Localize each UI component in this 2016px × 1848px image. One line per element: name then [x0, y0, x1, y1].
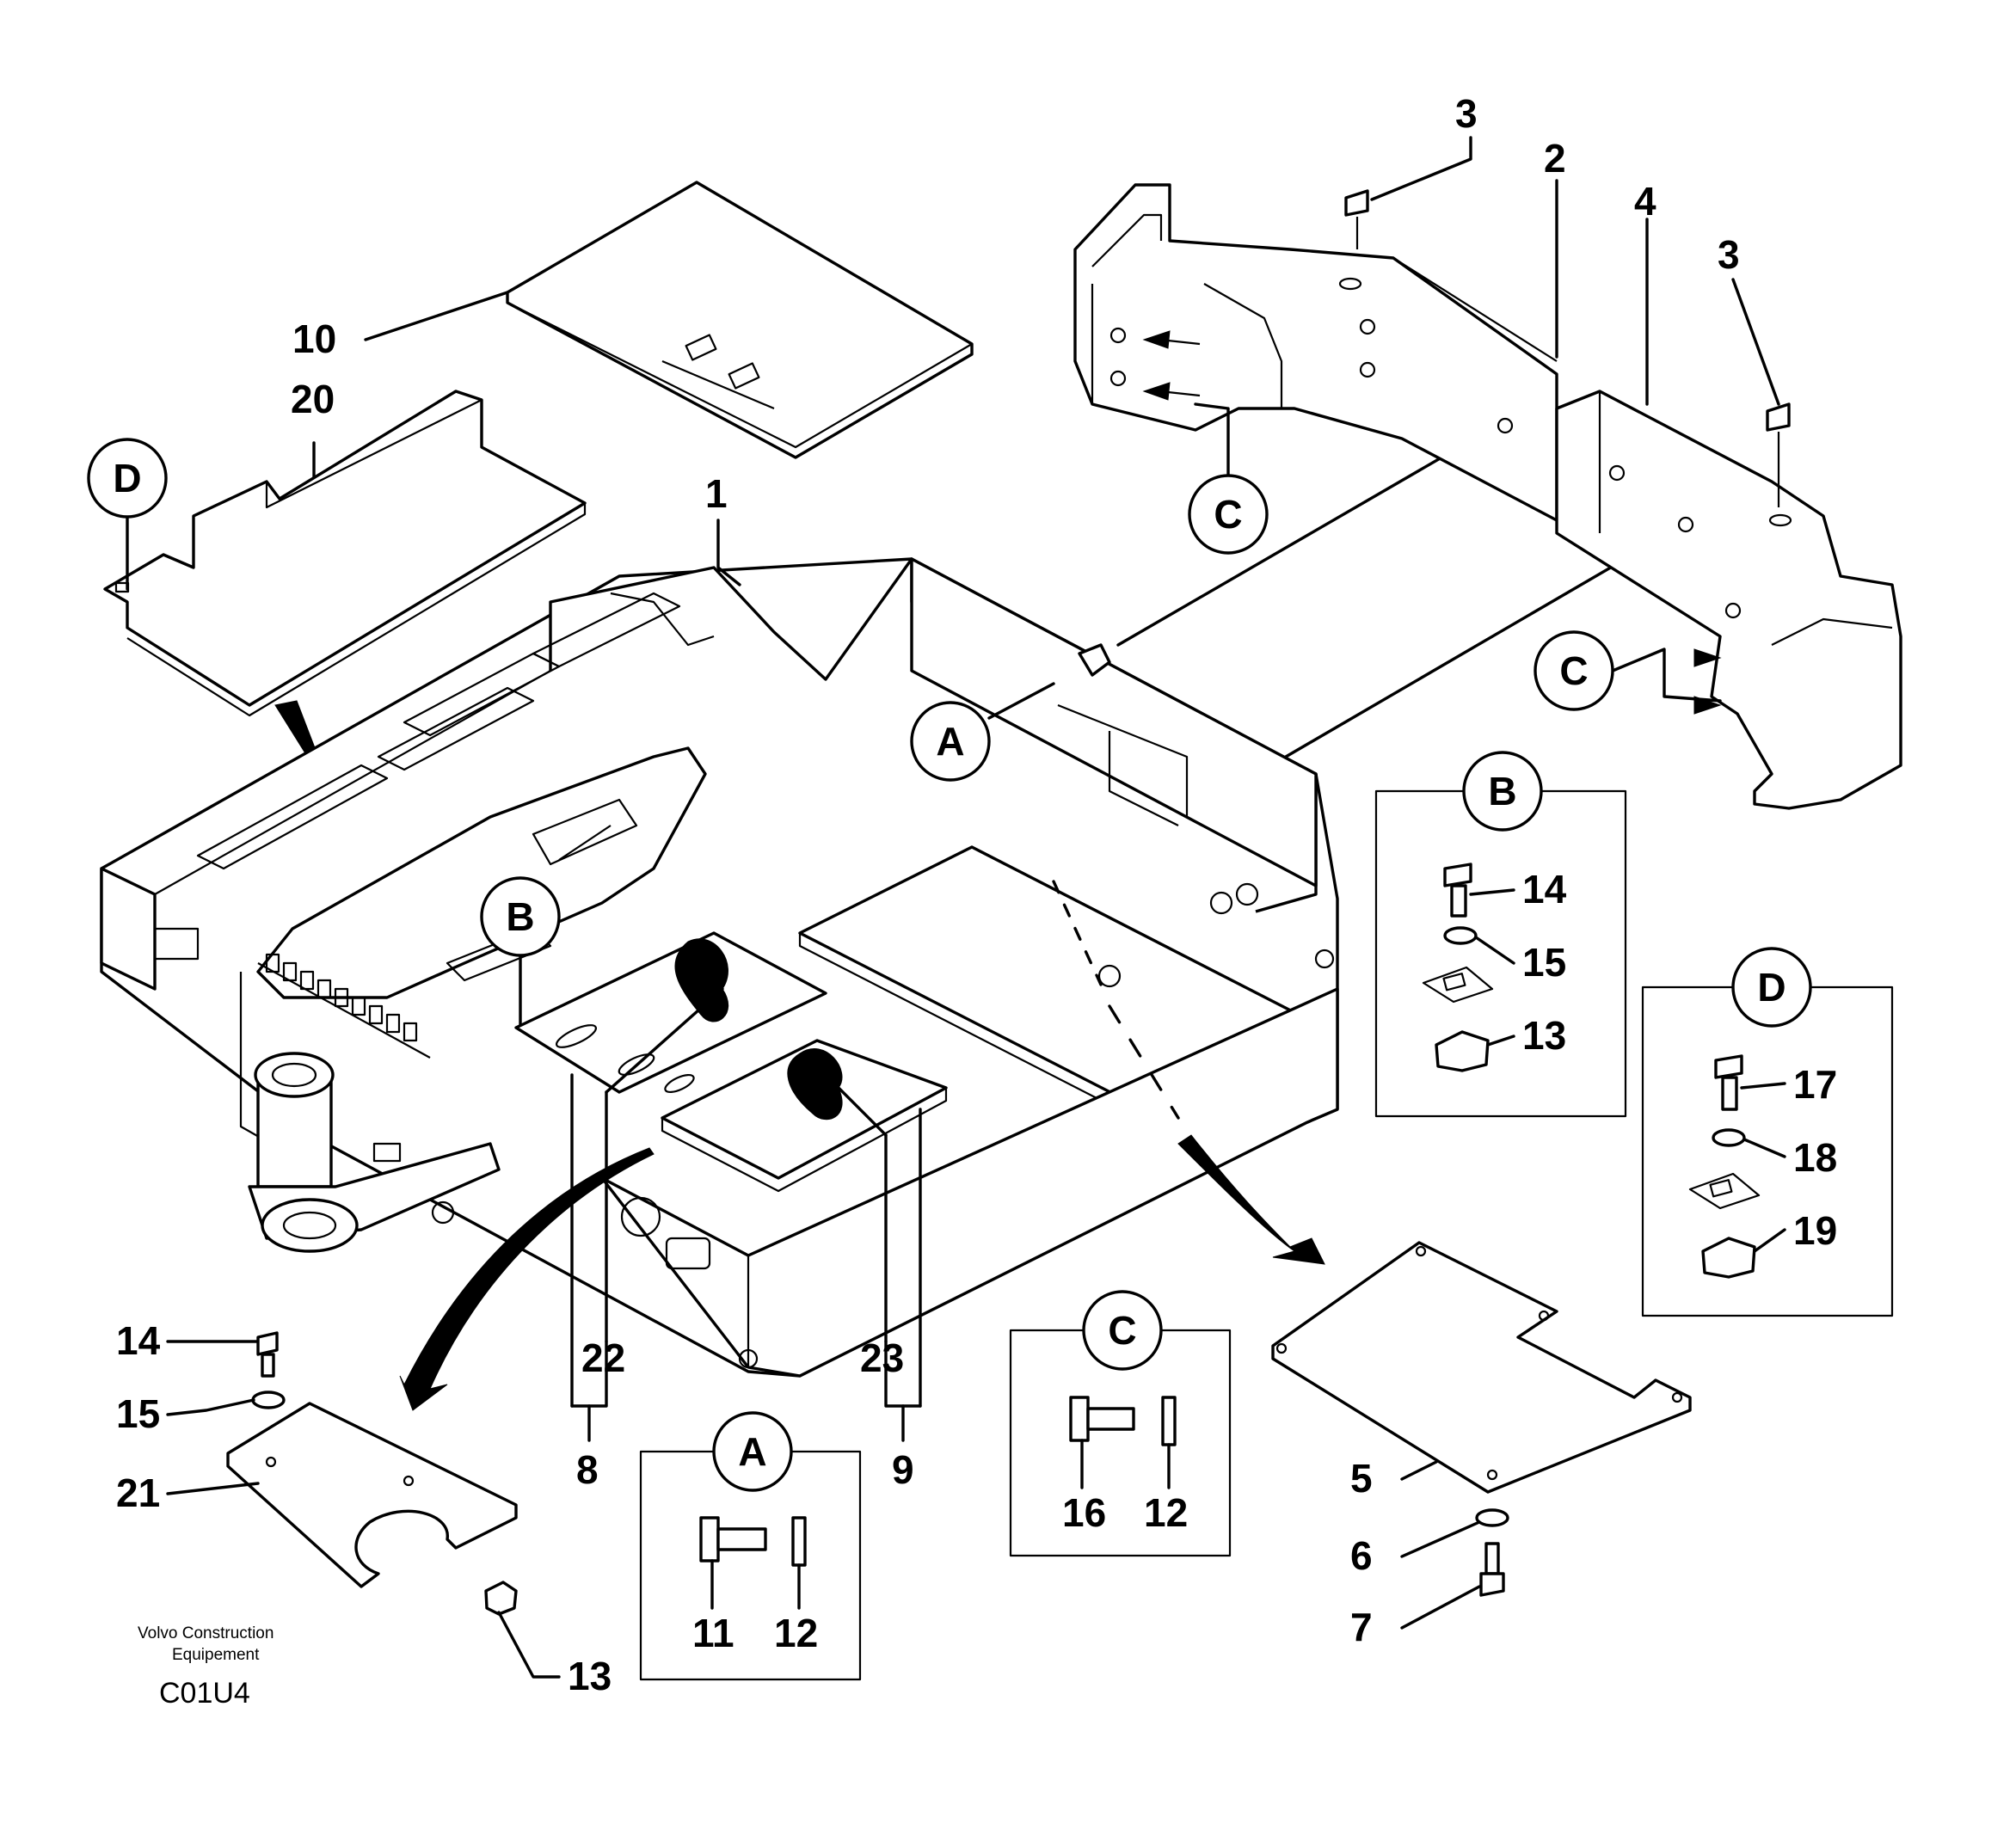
- washer-part-6[interactable]: [1475, 1508, 1509, 1527]
- detail-a-callout-11[interactable]: 11: [692, 1611, 734, 1655]
- leader-13-lower: [497, 1611, 561, 1679]
- detail-marker-c-upper[interactable]: C: [1142, 330, 1269, 555]
- clip-part-13-lower[interactable]: [484, 1581, 518, 1616]
- detail-b-callout-14[interactable]: 14: [1522, 867, 1567, 912]
- access-plates-part-8-9[interactable]: [514, 931, 948, 1193]
- svg-text:C: C: [1559, 648, 1588, 693]
- svg-text:B: B: [1488, 769, 1516, 813]
- detail-b-callout-15[interactable]: 15: [1522, 940, 1566, 985]
- floor-plate-part-10[interactable]: [506, 181, 974, 459]
- detail-box-c-marker[interactable]: [1082, 1290, 1163, 1371]
- leader-3-left: [1370, 136, 1472, 201]
- callout-20[interactable]: 20: [291, 377, 335, 421]
- plug-part-3-left[interactable]: [1344, 189, 1369, 249]
- detail-marker-b-frame[interactable]: B: [480, 876, 561, 1029]
- diagram-code: C01U4: [159, 1677, 250, 1710]
- callout-5[interactable]: 5: [1350, 1456, 1373, 1501]
- leader-15-lower: [166, 1398, 255, 1416]
- svg-text:C: C: [1214, 492, 1242, 537]
- svg-text:A: A: [738, 1429, 766, 1474]
- detail-box-a: A 11 12: [639, 1411, 862, 1681]
- arrow-21-to-frame: [399, 1147, 655, 1411]
- plug-part-3-right[interactable]: [1766, 402, 1791, 507]
- leader-21: [166, 1482, 260, 1495]
- callout-9[interactable]: 9: [892, 1447, 914, 1492]
- detail-marker-c-lower[interactable]: C: [1534, 630, 1722, 715]
- detail-c-callout-12[interactable]: 12: [1144, 1490, 1188, 1535]
- counterweight-part-2[interactable]: [1073, 183, 1558, 522]
- plate-part-5[interactable]: [1271, 1241, 1692, 1494]
- cover-plate-part-20[interactable]: [103, 390, 587, 717]
- leader-1: [716, 519, 741, 586]
- svg-text:C: C: [1108, 1308, 1136, 1353]
- detail-box-d-marker[interactable]: [1731, 947, 1812, 1028]
- callout-21[interactable]: 21: [116, 1470, 160, 1515]
- detail-d-callout-19[interactable]: 19: [1793, 1208, 1837, 1253]
- svg-text:D: D: [113, 456, 141, 500]
- arrow-5-to-frame: [1177, 1134, 1325, 1265]
- callout-14-lower[interactable]: 14: [116, 1318, 161, 1363]
- detail-box-b: B 14 15 13: [1374, 751, 1627, 1118]
- bolt-part-7[interactable]: [1479, 1542, 1505, 1597]
- leader-3-right: [1731, 278, 1780, 406]
- leader-frame-cw-1: [1116, 424, 1498, 647]
- detail-box-c: C 16 12: [1009, 1290, 1232, 1557]
- detail-b-callout-13[interactable]: 13: [1522, 1013, 1566, 1058]
- svg-text:D: D: [1757, 965, 1786, 1010]
- maker-line-1: Volvo Construction: [138, 1624, 274, 1642]
- callout-6[interactable]: 6: [1350, 1533, 1373, 1578]
- counterweight-part-4[interactable]: [1555, 390, 1902, 810]
- detail-box-b-marker[interactable]: [1462, 751, 1543, 832]
- leader-6: [1400, 1520, 1481, 1558]
- callout-2[interactable]: 2: [1544, 136, 1566, 181]
- callout-13-lower[interactable]: 13: [568, 1654, 612, 1698]
- leader-7: [1400, 1585, 1481, 1630]
- callout-22[interactable]: 22: [581, 1335, 625, 1380]
- bolt-part-14-lower[interactable]: [256, 1331, 279, 1378]
- detail-d-callout-17[interactable]: 17: [1793, 1062, 1837, 1107]
- callout-7[interactable]: 7: [1350, 1605, 1373, 1649]
- callout-10[interactable]: 10: [292, 316, 336, 361]
- detail-a-callout-12[interactable]: 12: [774, 1611, 818, 1655]
- leader-group-8-22: [570, 987, 724, 1442]
- callout-1[interactable]: 1: [705, 471, 728, 516]
- callout-3-right[interactable]: 3: [1718, 232, 1740, 277]
- callout-23[interactable]: 23: [860, 1335, 904, 1380]
- callout-8[interactable]: 8: [576, 1447, 599, 1492]
- maker-line-2: Equipement: [172, 1646, 260, 1664]
- leader-10: [364, 291, 509, 341]
- detail-box-a-marker[interactable]: [712, 1411, 793, 1492]
- callout-3-left[interactable]: 3: [1455, 91, 1478, 136]
- washer-part-15-lower[interactable]: [251, 1391, 286, 1409]
- svg-text:A: A: [936, 719, 964, 764]
- callout-4[interactable]: 4: [1634, 179, 1656, 224]
- detail-c-callout-16[interactable]: 16: [1062, 1490, 1106, 1535]
- leader-group-9-23: [837, 1086, 922, 1442]
- plate-part-21[interactable]: [226, 1402, 518, 1588]
- detail-box-d: D 17 18 19: [1641, 947, 1894, 1317]
- detail-marker-a-frame[interactable]: A: [910, 682, 1055, 782]
- detail-d-callout-18[interactable]: 18: [1793, 1135, 1837, 1180]
- svg-text:B: B: [506, 894, 534, 939]
- detail-marker-d-topleft[interactable]: D: [87, 438, 168, 591]
- leader-5: [1400, 1460, 1438, 1481]
- callout-15-lower[interactable]: 15: [116, 1391, 160, 1436]
